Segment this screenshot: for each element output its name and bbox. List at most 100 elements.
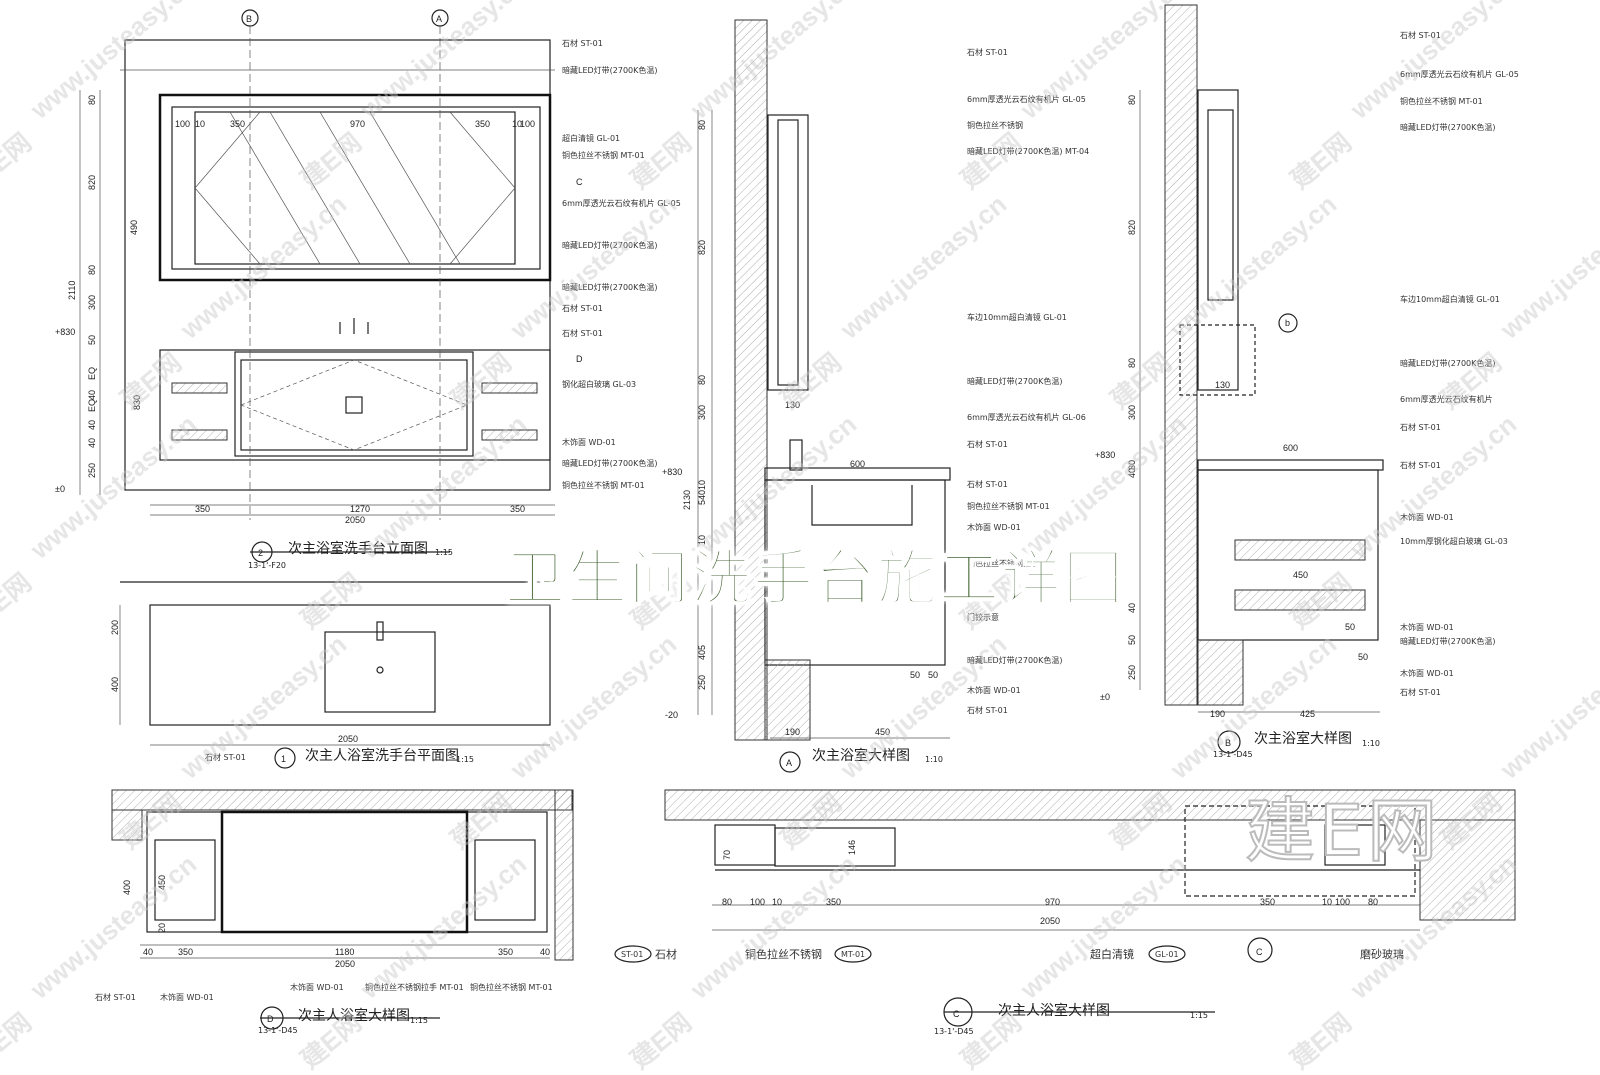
dimension-label: 40 — [143, 947, 153, 957]
dimension-label: 2050 — [335, 959, 355, 969]
material-note: 木饰面 WD-01 — [160, 992, 214, 1002]
dimension-label: 820 — [1127, 220, 1137, 235]
dimension-label: 30 — [1127, 460, 1137, 470]
dimension-label: 80 — [1127, 95, 1137, 105]
material-code: GL-01 — [1155, 950, 1179, 959]
dimension-label: 250 — [87, 463, 97, 478]
material-note: 暗藏LED灯带(2700K色温) — [1400, 636, 1496, 646]
material-code: ST-01 — [621, 950, 643, 959]
watermark-logo: 建E网 — [625, 127, 697, 195]
material-note: 木饰面 WD-01 — [967, 685, 1021, 695]
main-title: 卫生间洗手台施工详图 — [504, 543, 1125, 615]
dimension-label: 540 — [697, 490, 707, 505]
dimension-label: 350 — [475, 119, 490, 129]
level-mark: +830 — [55, 327, 75, 337]
dimension-label: 50 — [87, 335, 97, 345]
dimension-label: 190 — [785, 727, 800, 737]
dimension-label: 80 — [697, 120, 707, 130]
dimension-label: 600 — [1283, 443, 1298, 453]
material-note: 车边10mm超白清镜 GL-01 — [1400, 294, 1500, 304]
drawing-number: D — [267, 1014, 274, 1024]
dimension-label: 10 — [512, 119, 522, 129]
dimension-label: 2050 — [1040, 916, 1060, 926]
section-c-drawing — [664, 789, 1516, 1027]
section-b-drawing — [1139, 4, 1384, 754]
material-note: 铜色拉丝不锈钢 MT-01 — [1400, 96, 1483, 106]
level-mark: -20 — [665, 710, 678, 720]
section-callout: C — [1256, 947, 1263, 957]
dimension-label: 40 — [87, 420, 97, 430]
dimension-label: 100 — [520, 119, 535, 129]
dimension-label: 970 — [1045, 897, 1060, 907]
watermark: www.justeasy.cn — [684, 0, 862, 125]
material-note: 木饰面 WD-01 — [562, 437, 616, 447]
watermark: www.justeasy.cn — [504, 629, 682, 785]
plan-drawing — [119, 581, 555, 769]
drawing-title: 次主人浴室大样图 — [298, 1007, 410, 1024]
drawing-number: C — [953, 1009, 960, 1019]
dimension-label: 970 — [350, 119, 365, 129]
material-note: 超白清镜 — [1090, 947, 1134, 961]
dimension-label: 50 — [928, 670, 938, 680]
dimension-label: 40 — [540, 947, 550, 957]
dimension-label: 400 — [110, 677, 120, 692]
dimension-label: 2130 — [682, 490, 692, 510]
dimension-label: 50 — [1358, 652, 1368, 662]
drawing-title: 次主浴室大样图 — [812, 747, 910, 764]
material-note: 铜色拉丝不锈钢 MT-01 — [562, 480, 645, 490]
material-note: 铜色拉丝不锈钢拉手 MT-01 — [365, 982, 464, 992]
dimension-label: 40 — [87, 390, 97, 400]
dimension-label: 20 — [157, 923, 167, 933]
material-note: 石材 ST-01 — [562, 38, 603, 48]
level-mark: ±0 — [55, 484, 65, 494]
material-note: 石材 ST-01 — [1400, 687, 1441, 697]
dimension-label: 70 — [722, 850, 732, 860]
dimension-label: 10 — [195, 119, 205, 129]
dimension-label: EQ — [87, 399, 97, 412]
dimension-label: 350 — [826, 897, 841, 907]
dimension-label: 10 — [1322, 897, 1332, 907]
material-note: 石材 ST-01 — [967, 705, 1008, 715]
dimension-label: 50 — [910, 670, 920, 680]
dimension-label: 820 — [697, 240, 707, 255]
dimension-label: 300 — [87, 295, 97, 310]
dimension-label: 250 — [697, 675, 707, 690]
drawing-number: A — [786, 758, 792, 768]
dimension-label: 80 — [87, 95, 97, 105]
dimension-label: 130 — [1215, 380, 1230, 390]
drawing-ref: 13-1'-D45 — [258, 1026, 298, 1035]
dimension-label: 80 — [697, 375, 707, 385]
material-note: 铜色拉丝不锈钢 MT-01 — [562, 150, 645, 160]
dimension-label: 820 — [87, 175, 97, 190]
drawing-scale: 1:15 — [1190, 1011, 1208, 1020]
dimension-label: 350 — [1260, 897, 1275, 907]
drawing-number: B — [1225, 738, 1231, 748]
level-mark: +830 — [662, 467, 682, 477]
material-note: 6mm厚透光云石纹有机片 GL-05 — [967, 94, 1086, 104]
dimension-label: 10 — [697, 535, 707, 545]
material-note: 铜色拉丝不锈钢 — [967, 120, 1023, 130]
watermark: www.justeasy.cn — [24, 409, 202, 565]
watermark: www.justeasy.cn — [684, 849, 862, 1005]
dimension-label: 190 — [1210, 709, 1225, 719]
watermark: www.justeasy.cn — [1344, 0, 1522, 125]
level-mark: ±0 — [1100, 692, 1110, 702]
material-note: 车边10mm超白清镜 GL-01 — [967, 312, 1067, 322]
material-note: 木饰面 WD-01 — [290, 982, 344, 992]
material-note: 暗藏LED灯带(2700K色温) — [562, 240, 658, 250]
dimension-label: 350 — [498, 947, 513, 957]
level-mark: +830 — [1095, 450, 1115, 460]
drawing-title: 次主人浴室大样图 — [998, 1002, 1110, 1019]
material-note: 铜色拉丝不锈钢 MT-01 — [967, 501, 1050, 511]
dimension-label: 400 — [122, 880, 132, 895]
material-note: 暗藏LED灯带(2700K色温) — [562, 458, 658, 468]
material-note: 石材 ST-01 — [1400, 460, 1441, 470]
material-note: 6mm厚透光云石纹有机片 GL-06 — [967, 412, 1086, 422]
drawing-scale: 1:10 — [1362, 739, 1380, 748]
drawing-title: 次主浴室大样图 — [1254, 730, 1352, 747]
watermark: www.justeasy.cn — [1494, 189, 1600, 345]
material-note: 钢化超白玻璃 GL-03 — [562, 379, 636, 389]
material-note: 暗藏LED灯带(2700K色温) MT-04 — [967, 146, 1089, 156]
section-d-drawing — [111, 789, 574, 1030]
watermark-logo: 建E网 — [1285, 127, 1357, 195]
